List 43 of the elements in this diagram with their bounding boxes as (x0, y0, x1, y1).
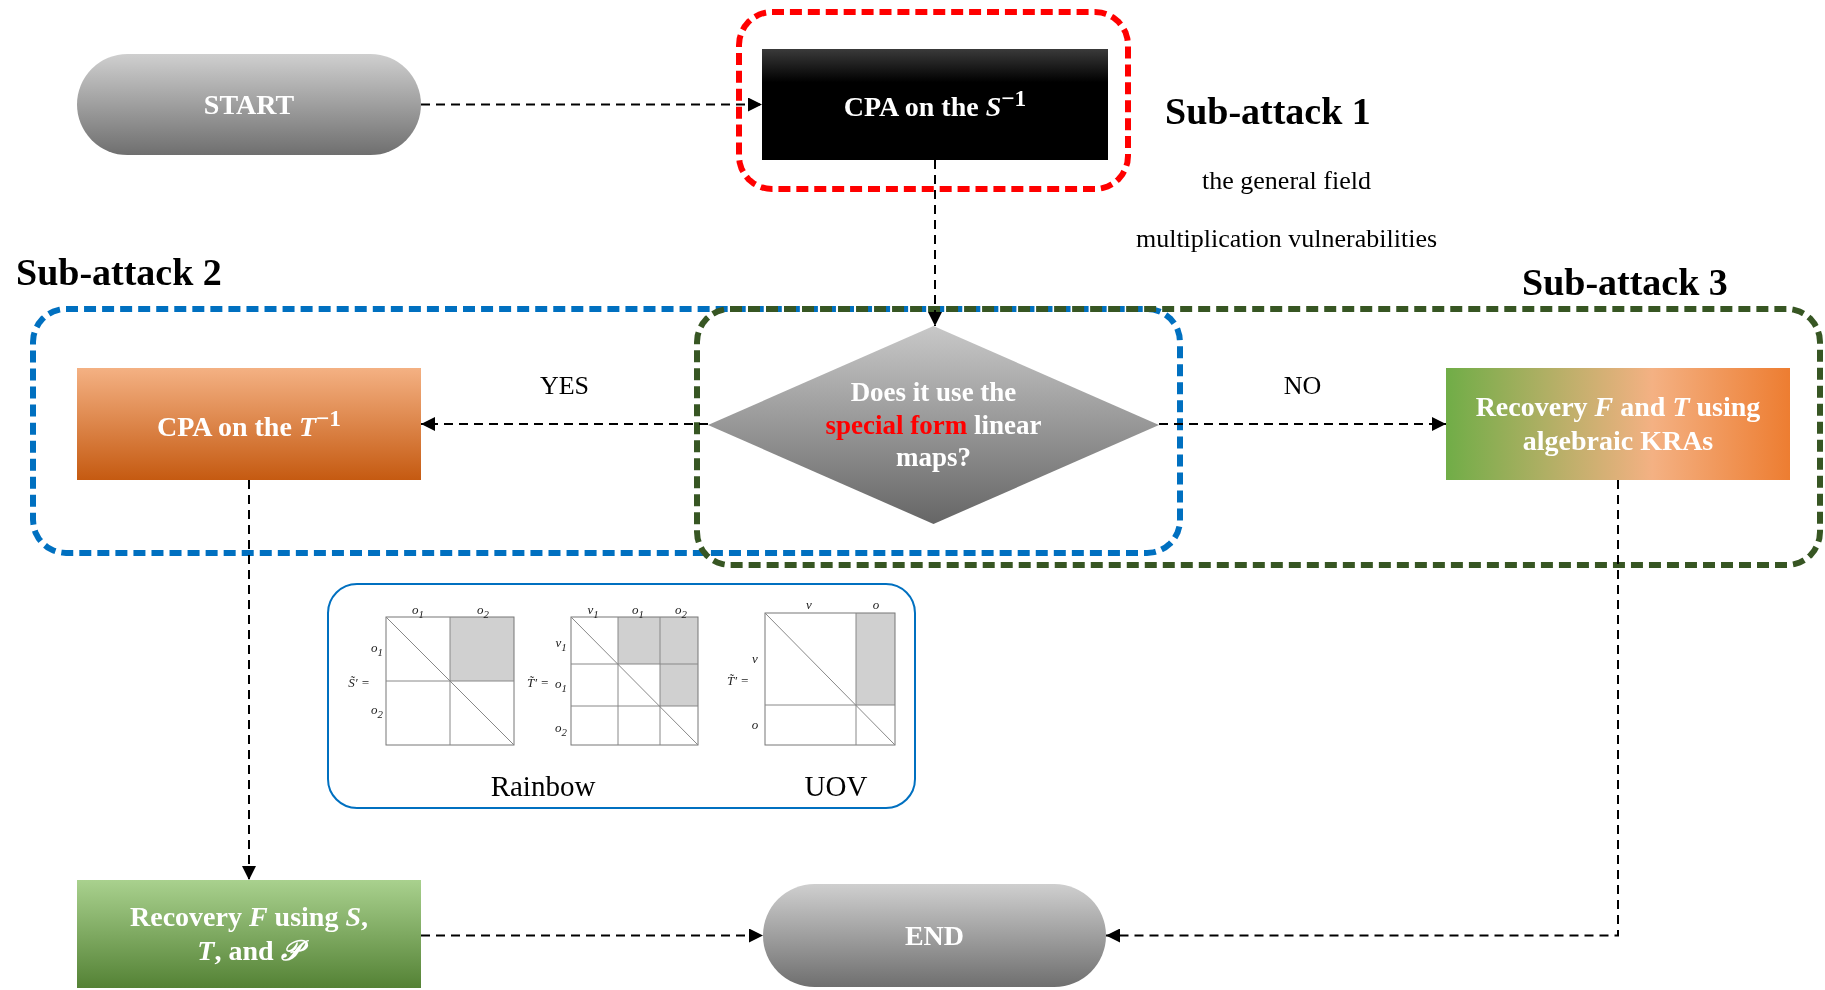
dashed-arrow (928, 159, 942, 327)
matrix-label: o$_{2}$ (477, 602, 489, 620)
process-box (762, 49, 1108, 160)
matrix-label: o$_{1}$ (412, 602, 424, 620)
dashed-arrow (242, 479, 256, 881)
node-label: Recovery F using S, T, and 𝒫 (129, 900, 369, 968)
matrix-label: v (806, 597, 812, 613)
scheme-caption: Rainbow (490, 769, 596, 803)
node-label: CPA on the S$^{−1}$ (842, 85, 1028, 124)
node-label: START (202, 87, 296, 122)
process-box (77, 368, 421, 480)
dashed-arrow (1158, 417, 1447, 431)
matrix-label: o$_{1}$ (371, 640, 383, 658)
matrix-label: o$_{2}$ (675, 602, 687, 620)
matrix-label: o (872, 597, 880, 613)
node-label: END (903, 918, 966, 953)
matrix-label: o$_{1}$ (632, 602, 644, 620)
matrix-label: o$_{2}$ (371, 702, 383, 720)
group-heading: Sub-attack 2 (16, 250, 222, 294)
matrix-label: v$_{1}$ (555, 635, 567, 653)
dashed-arrow (1105, 479, 1619, 943)
matrix-label: S̃′ = (348, 675, 370, 691)
group-description: the general field multiplication vulnerabilities (1134, 165, 1439, 255)
dashed-arrow (420, 97, 763, 112)
matrix-label: o (751, 717, 759, 733)
group-heading: Sub-attack 1 (1165, 89, 1371, 133)
decision-text: Does it use the special form linear maps? (824, 376, 1043, 474)
node-label: Recovery F and T using algebraic KRAs (1474, 390, 1762, 458)
matrix-label: v (752, 651, 758, 667)
matrix-label: T̃′ = (726, 673, 750, 689)
matrix-label: v$_{1}$ (587, 602, 599, 620)
process-box (77, 880, 421, 988)
matrix-label: o$_{1}$ (555, 676, 567, 694)
matrix-label: T̃′ = (526, 675, 550, 691)
scheme-caption: UOV (804, 769, 868, 803)
matrix-label: o$_{2}$ (555, 720, 567, 738)
dashed-arrow (420, 417, 709, 431)
group-heading: Sub-attack 3 (1522, 260, 1728, 304)
process-box (1446, 368, 1790, 480)
matrix-panel (327, 583, 916, 809)
dashed-arrow (420, 928, 764, 943)
node-label: CPA on the T$^{−1}$ (156, 404, 342, 444)
decision-diamond (708, 326, 1159, 524)
